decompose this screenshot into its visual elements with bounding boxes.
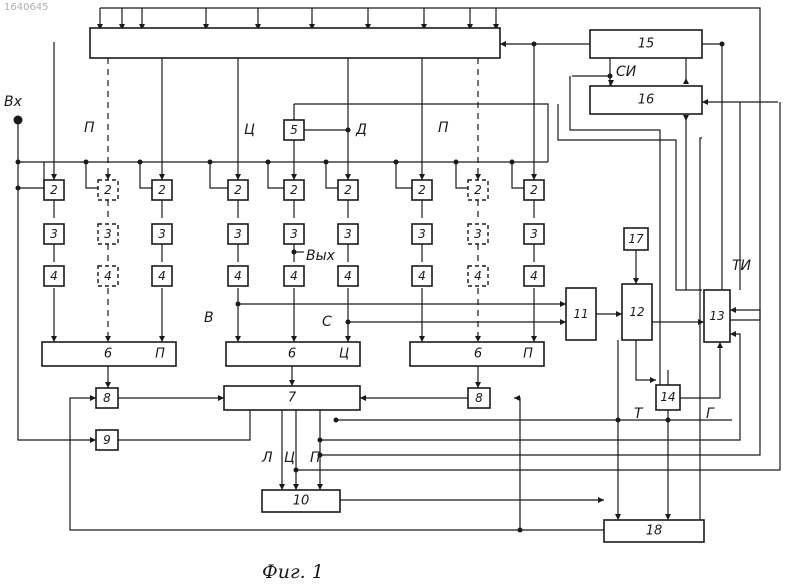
svg-text:4: 4 [474,269,482,283]
block-10-label: 10 [293,494,310,509]
block-12-label: 12 [629,305,644,319]
g-label: Г [706,406,715,422]
svg-text:4: 4 [418,269,426,283]
block-16-label: 16 [638,93,655,108]
bus-c-label: Ц [284,450,295,466]
block-18-label: 18 [646,524,663,539]
svg-text:3: 3 [418,227,426,241]
block-9-label: 9 [103,433,111,447]
svg-text:3: 3 [234,227,242,241]
svg-text:2: 2 [290,183,298,197]
svg-text:3: 3 [530,227,538,241]
svg-text:8: 8 [103,391,111,405]
group-right-label: П [438,120,449,136]
svg-text:2: 2 [418,183,426,197]
svg-text:2: 2 [474,183,482,197]
block-14-label: 14 [660,390,675,404]
svg-text:2: 2 [530,183,538,197]
svg-text:3: 3 [50,227,58,241]
document-id: 1640645 [4,2,49,13]
svg-text:3: 3 [104,227,112,241]
svg-text:4: 4 [530,269,538,283]
figure-caption: Фиг. 1 [262,561,324,583]
input-label: Вх [4,94,23,110]
svg-text:4: 4 [104,269,112,283]
bus-p-label: П [310,450,321,466]
block-1-register [90,28,500,58]
svg-text:4: 4 [290,269,298,283]
ti-label: ТИ [732,258,752,274]
svg-text:4: 4 [234,269,242,283]
svg-text:3: 3 [158,227,166,241]
svg-text:2: 2 [104,183,112,197]
svg-text:3: 3 [344,227,352,241]
block-6-right-label: 6 [474,347,482,362]
input-terminal [14,116,23,125]
svg-text:3: 3 [474,227,482,241]
svg-text:3: 3 [290,227,298,241]
column-blocks: 2 3 4 2 3 4 2 3 4 2 3 4 2 3 4 2 3 4 2 3 … [44,180,544,286]
block-6-center-tag: Ц [339,347,349,362]
d-label: Д [355,122,367,138]
svg-text:2: 2 [344,183,352,197]
block-6-center-label: 6 [288,347,296,362]
group-left-label: П [84,120,95,136]
block-6-left-label: 6 [104,347,112,362]
bus-l-label: Л [261,450,273,466]
c-label: С [322,314,332,330]
si-label: СИ [616,64,637,80]
svg-text:2: 2 [234,183,242,197]
v-label: В [204,310,214,326]
block-15-label: 15 [638,37,655,52]
block-7-label: 7 [288,391,297,406]
block-13-label: 13 [709,309,724,323]
block-17-label: 17 [628,232,644,246]
svg-text:4: 4 [50,269,58,283]
t-label: Т [634,406,644,422]
svg-text:4: 4 [344,269,352,283]
block-6-left-tag: П [155,347,165,362]
group-center-label: Ц [244,122,255,138]
svg-text:8: 8 [475,391,483,405]
svg-text:4: 4 [158,269,166,283]
block-11-label: 11 [573,307,588,321]
block-5-label: 5 [290,123,298,137]
svg-text:2: 2 [50,183,58,197]
block-6-right-tag: П [523,347,533,362]
svg-text:2: 2 [158,183,166,197]
output-label: Вых [306,248,336,264]
